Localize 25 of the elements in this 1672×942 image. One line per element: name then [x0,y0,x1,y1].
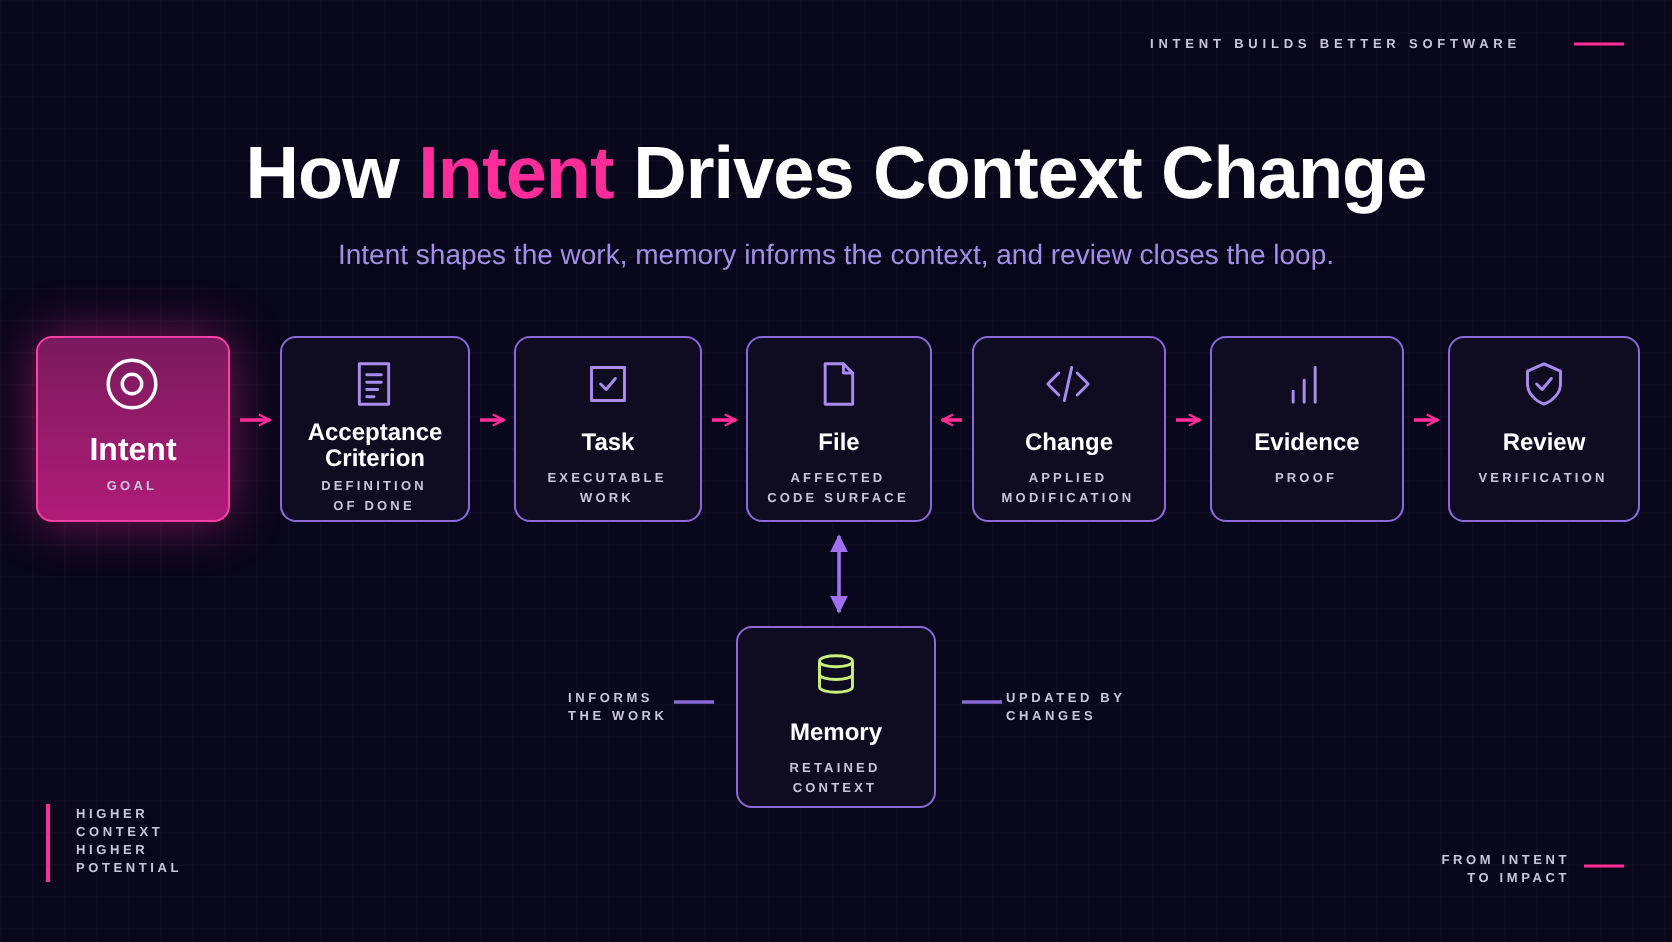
step-title: Review [1500,430,1588,456]
step-title: Acceptance Criterion [305,420,445,472]
arrow [1176,413,1202,427]
step-card [514,336,702,522]
step-card [972,336,1166,522]
highlighted-step-card [36,336,230,522]
step-card [1210,336,1404,522]
arrow [830,534,848,614]
step-card [280,336,470,522]
arrow [712,413,738,427]
step-title: File [816,430,862,456]
step-title: Memory [787,720,884,746]
memory-card [736,626,936,808]
step-title: Evidence [1252,430,1362,456]
step-title: Change [1022,430,1115,456]
step-title: Intent [87,434,179,470]
arrow [480,413,506,427]
subtitle: Intent shapes the work, memory informs the context, and review closes the loop. [335,236,1337,272]
step-title: Task [579,430,637,456]
arrow [940,413,962,427]
step-card [1448,336,1640,522]
arrow [1414,413,1440,427]
title: How Intent Drives Context Change [243,132,1429,216]
arrow [240,413,272,427]
step-card [746,336,932,522]
